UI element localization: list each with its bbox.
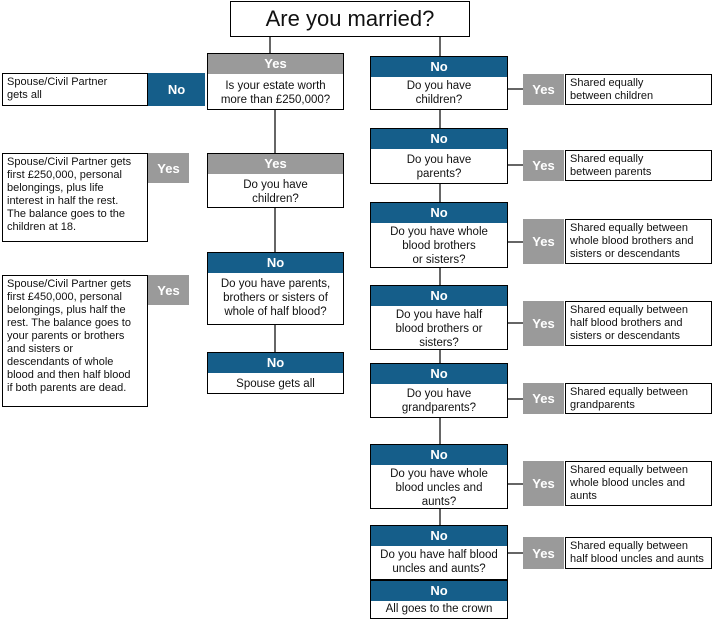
right-question: Do you have half blood brothers or siste… <box>395 309 483 349</box>
right-answer: Shared equally between half blood brothe… <box>565 301 712 346</box>
crown-text: All goes to the crown <box>385 603 493 615</box>
no-header: No <box>371 526 507 546</box>
right-question: Do you have children? <box>406 80 472 106</box>
relatives-yes-answer: Spouse/Civil Partner gets first £450,000… <box>2 275 148 407</box>
right-q4-box: No Do you have half blood brothers or si… <box>370 285 508 350</box>
relatives-yes-tag: Yes <box>148 275 189 305</box>
right-answer: Shared equally between half blood uncles… <box>565 537 712 569</box>
right-yes-tag: Yes <box>523 74 564 105</box>
right-question: Do you have grandparents? <box>401 388 477 414</box>
right-q6-box: No Do you have whole blood uncles and au… <box>370 444 508 509</box>
spouse-gets-all-box: No Spouse gets all <box>207 352 344 394</box>
estate-question-box: Yes Is your estate worth more than £250,… <box>207 53 344 110</box>
no-header: No <box>208 253 343 273</box>
right-q7-box: No Do you have half blood uncles and aun… <box>370 525 508 580</box>
right-answer: Shared equally between grandparents <box>565 383 712 414</box>
yes-header: Yes <box>208 54 343 74</box>
right-yes-tag: Yes <box>523 150 564 181</box>
right-answer: Shared equally between children <box>565 74 712 105</box>
right-yes-tag: Yes <box>523 383 564 414</box>
no-header: No <box>371 203 507 223</box>
spouse-gets-all-text: Spouse gets all <box>236 378 315 390</box>
estate-no-tag: No <box>148 73 205 106</box>
relatives-question-box: No Do you have parents, brothers or sist… <box>207 252 344 325</box>
estate-question: Is your estate worth more than £250,000? <box>220 80 331 106</box>
right-answer: Shared equally between parents <box>565 150 712 181</box>
right-yes-tag: Yes <box>523 219 564 264</box>
right-yes-tag: Yes <box>523 461 564 506</box>
estate-no-answer: Spouse/Civil Partner gets all <box>2 73 148 106</box>
no-header: No <box>371 57 507 77</box>
right-answer: Shared equally between whole blood broth… <box>565 219 712 264</box>
page-title: Are you married? <box>230 1 470 37</box>
children-question: Do you have children? <box>243 179 308 205</box>
right-yes-tag: Yes <box>523 301 564 346</box>
no-header: No <box>371 445 507 465</box>
crown-box: No All goes to the crown <box>370 580 508 619</box>
right-q2-box: No Do you have parents? <box>370 128 508 184</box>
no-header: No <box>371 286 507 306</box>
relatives-question: Do you have parents, brothers or sisters… <box>220 278 331 318</box>
children-question-box: Yes Do you have children? <box>207 153 344 208</box>
right-q1-box: No Do you have children? <box>370 56 508 110</box>
right-question: Do you have half blood uncles and aunts? <box>380 549 498 575</box>
no-header: No <box>371 364 507 384</box>
right-yes-tag: Yes <box>523 537 564 569</box>
no-header: No <box>208 353 343 373</box>
right-question: Do you have whole blood uncles and aunts… <box>390 468 488 508</box>
right-q5-box: No Do you have grandparents? <box>370 363 508 418</box>
right-q3-box: No Do you have whole blood brothers or s… <box>370 202 508 268</box>
children-yes-tag: Yes <box>148 153 189 183</box>
right-question: Do you have parents? <box>406 154 472 180</box>
no-header: No <box>371 129 507 149</box>
children-yes-answer: Spouse/Civil Partner gets first £250,000… <box>2 153 148 242</box>
yes-header: Yes <box>208 154 343 174</box>
right-question: Do you have whole blood brothers or sist… <box>390 226 488 266</box>
no-header: No <box>371 581 507 601</box>
right-answer: Shared equally between whole blood uncle… <box>565 461 712 506</box>
